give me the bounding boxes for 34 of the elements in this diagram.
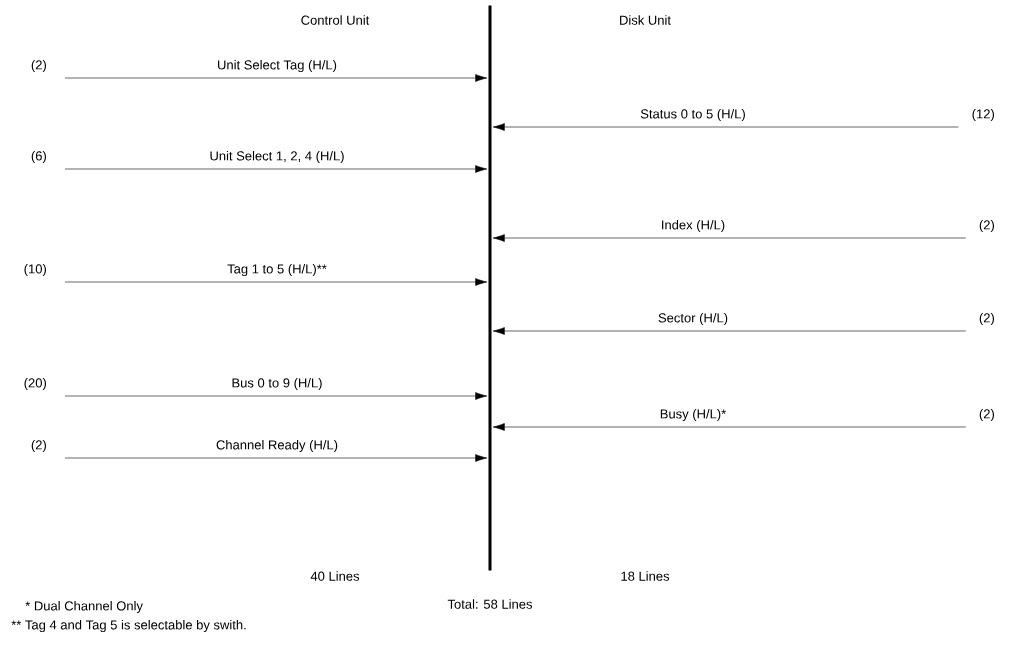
signal-count: (2) bbox=[979, 408, 994, 422]
edge-label: Busy (H/L)* bbox=[658, 407, 728, 423]
footnote: ** Tag 4 and Tag 5 is selectable by swith. bbox=[11, 619, 246, 633]
text-label: 18 Lines bbox=[621, 571, 670, 581]
signal-arrow bbox=[64, 165, 488, 173]
signal-count: (10) bbox=[24, 263, 46, 277]
signal-arrow bbox=[492, 423, 966, 431]
signal-count: (12) bbox=[972, 108, 994, 122]
text-label: Control Unit bbox=[301, 15, 370, 25]
signal-arrow bbox=[492, 234, 966, 242]
footnote: * Dual Channel Only bbox=[25, 600, 143, 614]
signal-count: (2) bbox=[979, 219, 994, 233]
signal-arrow bbox=[492, 123, 959, 131]
text-label: Disk Unit bbox=[620, 15, 671, 25]
signal-count: (2) bbox=[31, 439, 46, 453]
signal-count: (20) bbox=[24, 377, 46, 391]
edge-label: Unit Select 1, 2, 4 (H/L) bbox=[208, 149, 346, 165]
signal-arrow bbox=[64, 392, 488, 400]
edge-label: Status 0 to 5 (H/L) bbox=[639, 107, 747, 123]
edge-label: Index (H/L) bbox=[659, 218, 727, 234]
signal-arrow bbox=[64, 278, 488, 286]
edge-label: Sector (H/L) bbox=[656, 311, 730, 327]
edge-label: Bus 0 to 9 (H/L) bbox=[230, 376, 324, 392]
signal-count: (2) bbox=[31, 59, 46, 73]
text-label: 40 Lines bbox=[310, 571, 360, 581]
signal-count: (6) bbox=[31, 150, 46, 164]
signal-arrow bbox=[64, 454, 488, 462]
signal-count: (2) bbox=[979, 312, 994, 326]
edge-label: Channel Ready (H/L) bbox=[214, 438, 340, 454]
edge-label: Tag 1 to 5 (H/L)** bbox=[226, 262, 328, 278]
signal-arrow bbox=[64, 74, 488, 82]
total-label: Total: 58 Lines bbox=[447, 599, 533, 609]
edge-label: Unit Select Tag (H/L) bbox=[216, 58, 338, 74]
signal-arrow bbox=[492, 327, 966, 335]
